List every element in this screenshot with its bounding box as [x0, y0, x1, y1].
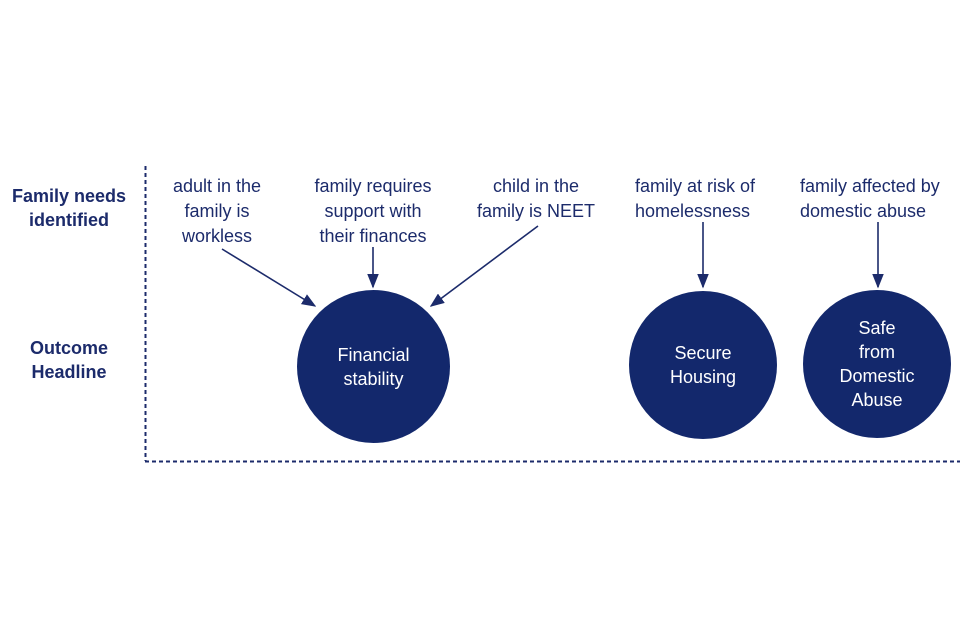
- need-label-domestic-abuse: family affected by domestic abuse: [800, 176, 940, 221]
- need-label-child-neet: child in the family is NEET: [476, 176, 595, 221]
- outcome-circle-secure-housing: Secure Housing: [629, 291, 777, 439]
- outcome-circle-label: Secure Housing: [669, 343, 737, 387]
- row-header-family-needs: Family needs identified: [11, 186, 127, 230]
- need-label-adult-workless: adult in the family is workless: [172, 176, 262, 246]
- outcome-circle-label: Financial stability: [337, 344, 410, 389]
- outcome-circle-financial-stability: Financial stability: [297, 290, 450, 443]
- row-header-outcome-headline: Outcome Headline: [29, 338, 108, 382]
- need-label-risk-homelessness: family at risk of homelessness: [635, 176, 756, 221]
- outcome-circle-safe-from-domestic-abuse: Safe from Domestic Abuse: [803, 290, 951, 438]
- outcome-circle-label: Safe from Domestic Abuse: [839, 318, 915, 410]
- arrow-workless-to-financial-stability: [221, 248, 317, 307]
- need-label-support-finances: family requires support with their finan…: [314, 176, 432, 246]
